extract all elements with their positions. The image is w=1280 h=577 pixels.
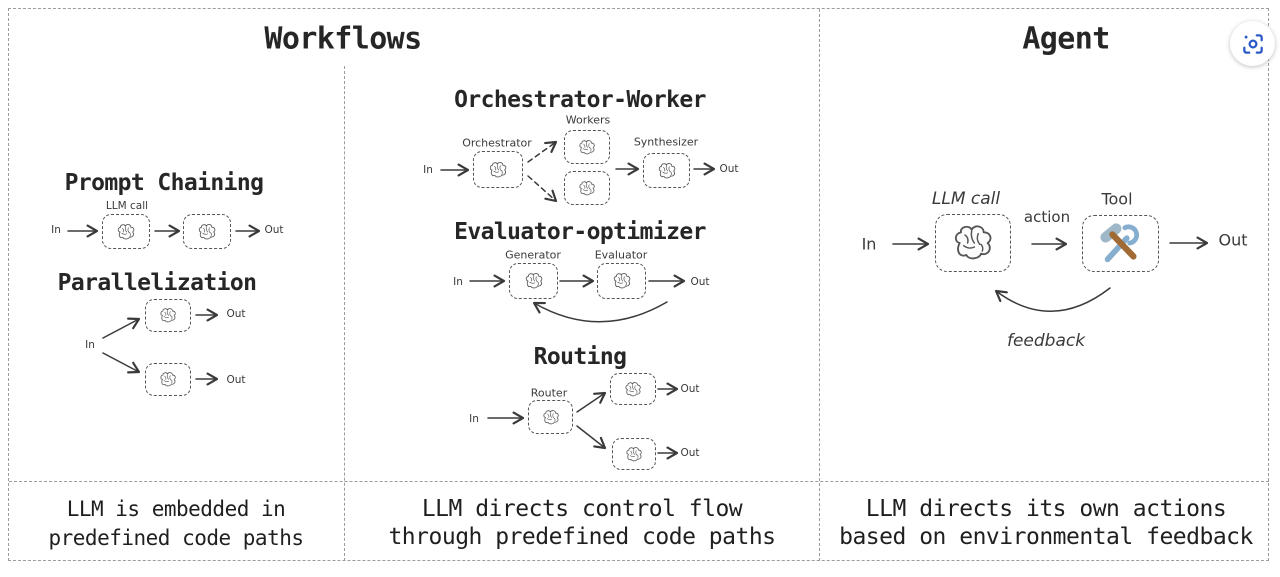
prompt-chaining-llm-node-2: [183, 214, 231, 249]
parallelization-in-label: In: [85, 339, 95, 351]
agent-llm-call-label: LLM call: [931, 189, 1001, 209]
orchestrator-node: [473, 151, 523, 188]
brain-icon: [611, 272, 633, 290]
routing-llm-node-bottom: [612, 438, 656, 470]
divider-caption-row: [9, 481, 1269, 482]
generator-label: Generator: [505, 248, 561, 262]
caption-line: predefined code paths: [48, 526, 304, 550]
parallelization-llm-node-bottom: [145, 363, 191, 396]
divider-workflow-columns: [344, 66, 345, 561]
routing-llm-node-top: [610, 373, 656, 405]
camera-scan-icon: [1242, 33, 1263, 54]
caption-line: LLM is embedded in: [66, 497, 286, 521]
orchestrator-worker-title: Orchestrator-Worker: [454, 87, 706, 113]
agent-action-label: action: [1023, 208, 1071, 226]
worker-node-bottom: [564, 171, 610, 205]
brain-icon: [158, 371, 178, 388]
orchestrator-in-label: In: [423, 164, 433, 176]
brain-icon: [115, 223, 137, 241]
router-node: [528, 400, 573, 434]
brain-icon: [487, 161, 509, 179]
evaluator-optimizer-title: Evaluator-optimizer: [454, 219, 706, 245]
prompt-chaining-title: Prompt Chaining: [64, 170, 264, 196]
parallelization-title: Parallelization: [57, 270, 257, 296]
workers-label: Workers: [565, 113, 611, 127]
brain-icon: [949, 223, 997, 263]
divider-workflows-agent: [819, 9, 820, 561]
outer-frame: [8, 8, 1269, 561]
agent-tool-label: Tool: [1101, 189, 1133, 209]
routing-title: Routing: [533, 344, 627, 370]
evaluator-label: Evaluator: [594, 248, 648, 262]
synthesizer-node: [643, 153, 690, 188]
evaluator-out-label: Out: [690, 276, 710, 288]
caption-agent-own-actions: LLM directs its own actions based on env…: [839, 495, 1253, 551]
caption-line: LLM directs control flow: [421, 496, 743, 522]
brain-icon: [158, 307, 178, 324]
parallelization-llm-node-top: [145, 299, 191, 332]
parallelization-out-top-label: Out: [226, 308, 246, 320]
routing-in-label: In: [469, 413, 479, 425]
caption-workflows-embedded: LLM is embedded in predefined code paths: [48, 495, 304, 553]
caption-line: LLM directs its own actions: [865, 496, 1227, 522]
brain-icon: [196, 223, 218, 241]
prompt-chaining-llm-node-1: [102, 214, 150, 249]
hammer-wrench-icon: [1098, 221, 1144, 267]
brain-icon: [577, 180, 597, 197]
caption-line: based on environmental feedback: [839, 524, 1253, 550]
workflows-title: Workflows: [264, 21, 422, 57]
evaluator-node: [597, 263, 646, 299]
prompt-chaining-in-label: In: [51, 224, 61, 236]
synthesizer-label: Synthesizer: [633, 135, 699, 149]
prompt-chaining-out-label: Out: [264, 224, 284, 236]
evaluator-in-label: In: [453, 276, 463, 288]
caption-workflows-control-flow: LLM directs control flow through predefi…: [388, 495, 776, 551]
orchestrator-out-label: Out: [719, 163, 739, 175]
brain-icon: [577, 139, 597, 156]
agent-out-label: Out: [1218, 230, 1248, 250]
orchestrator-label: Orchestrator: [462, 136, 532, 150]
brain-icon: [523, 272, 545, 290]
brain-icon: [623, 381, 643, 398]
caption-line: through predefined code paths: [388, 524, 776, 550]
agent-llm-node: [935, 214, 1011, 272]
worker-node-top: [564, 130, 610, 164]
agent-title: Agent: [1022, 21, 1110, 57]
agent-feedback-label: feedback: [1006, 331, 1086, 351]
camera-scan-button[interactable]: [1230, 21, 1275, 66]
brain-icon: [541, 409, 561, 426]
brain-icon: [656, 162, 678, 180]
routing-out-top-label: Out: [680, 383, 700, 395]
brain-icon: [624, 446, 644, 463]
agent-in-label: In: [861, 234, 877, 254]
generator-node: [509, 263, 558, 299]
routing-out-bottom-label: Out: [680, 447, 700, 459]
parallelization-out-bottom-label: Out: [226, 374, 246, 386]
agent-tool-node: [1082, 215, 1159, 272]
prompt-chaining-llm-call-label: LLM call: [105, 200, 149, 212]
router-label: Router: [530, 386, 568, 400]
